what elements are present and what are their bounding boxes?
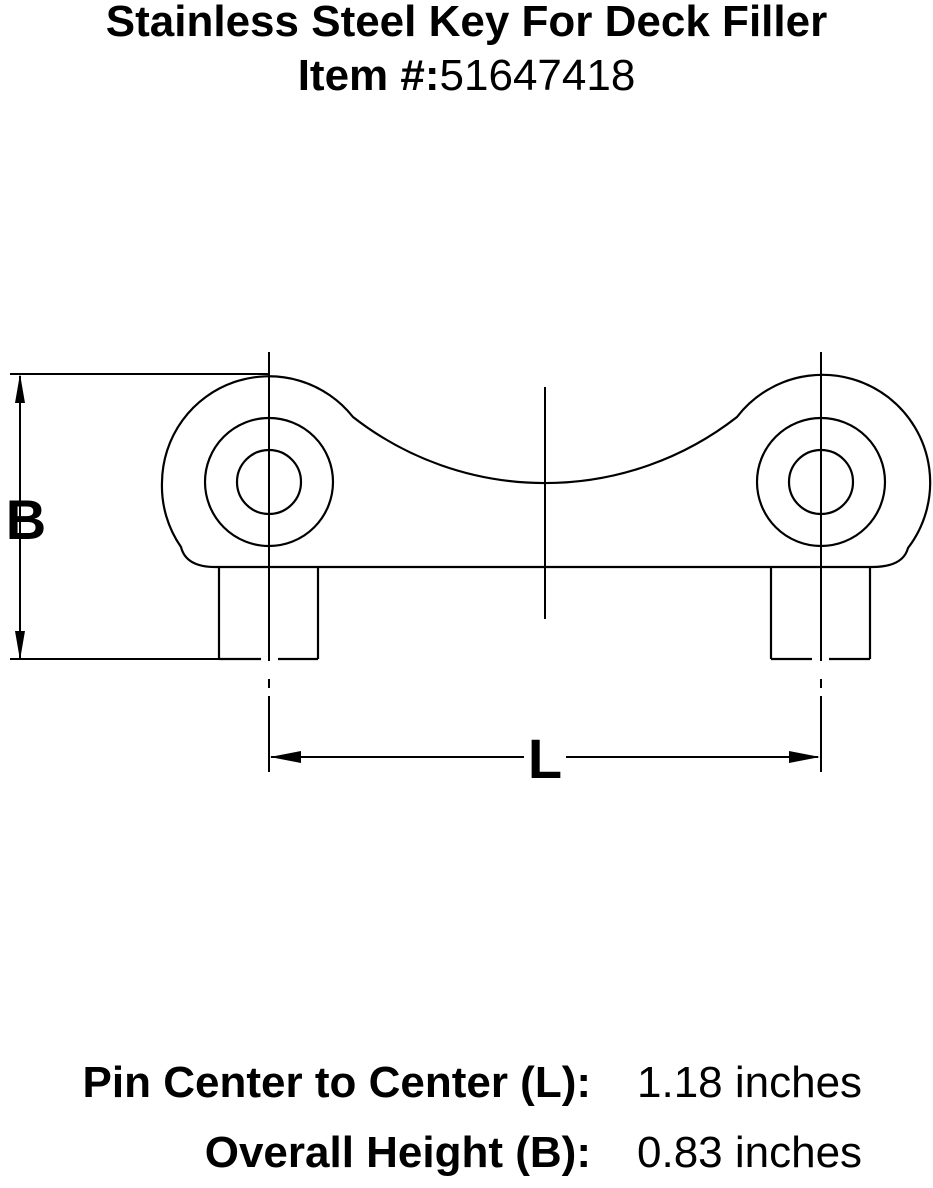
dim-b-label: B xyxy=(6,488,46,551)
part-outline xyxy=(160,373,932,569)
spec-row-length: Pin Center to Center (L): 1.18 inches xyxy=(0,1048,933,1118)
specs-table: Pin Center to Center (L): 1.18 inches Ov… xyxy=(0,1048,933,1188)
title-block: Stainless Steel Key For Deck Filler Item… xyxy=(0,0,933,103)
item-line: Item #:51647418 xyxy=(0,49,933,103)
dim-b-arrow-down xyxy=(15,631,25,660)
spec-label: Overall Height (B): xyxy=(204,1128,591,1177)
spec-value: 0.83 inches xyxy=(637,1128,863,1177)
dim-l-label: L xyxy=(528,727,562,790)
dim-b-arrow-up xyxy=(15,374,25,403)
item-number: 51647418 xyxy=(439,51,636,100)
spec-row-height: Overall Height (B): 0.83 inches xyxy=(0,1118,933,1188)
spec-value: 1.18 inches xyxy=(637,1058,863,1107)
dim-l-arrow-left xyxy=(270,751,301,763)
item-label: Item #: xyxy=(297,51,440,100)
left-pin xyxy=(217,567,320,661)
dim-l-arrow-right xyxy=(789,751,820,763)
spec-label: Pin Center to Center (L): xyxy=(82,1058,591,1107)
page-title: Stainless Steel Key For Deck Filler xyxy=(105,0,828,46)
right-pin xyxy=(769,567,872,661)
